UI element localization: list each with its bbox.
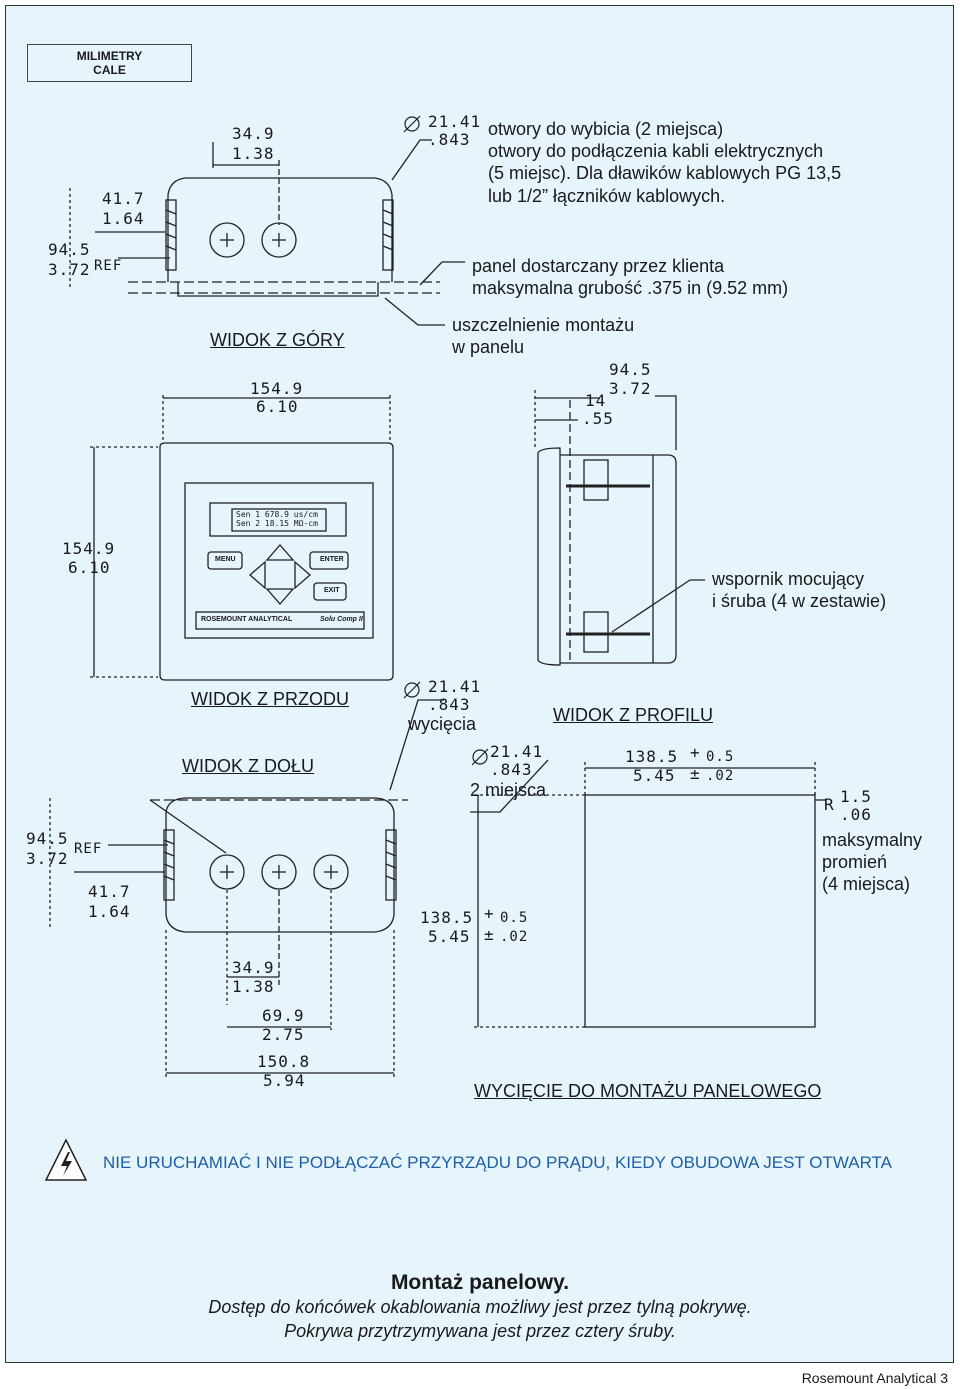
panel-note-2: maksymalna grubość .375 in (9.52 mm) [472,278,789,298]
bottom-dim-945: 94.5 [26,829,69,848]
cutout-radius-mm: 1.5 [840,787,872,806]
top-dim-372: 3.72 [48,260,91,279]
units-legend: MILIMETRY CALE [27,44,192,82]
cutout-h-mm: 138.5 [420,908,474,927]
bottom-dim-ref: REF [74,841,103,857]
front-dim-h-in: 6.10 [68,558,111,577]
exit-button: EXIT [324,587,340,594]
lcd-display [209,502,347,537]
bottom-hole-diam-in: .843 [428,695,471,714]
cutout-w-plus-in: ± [690,764,701,783]
units-secondary: CALE [93,63,126,77]
top-hole-1 [209,222,245,258]
model-label: Solu Comp II [320,616,363,623]
warning-triangle-icon [44,1138,88,1181]
page-footer: Rosemount Analytical 3 [801,1370,948,1386]
radius-note-1: maksymalny [822,830,923,850]
profile-dim-55: .55 [582,409,614,428]
bottom-view-label: WIDOK Z DOŁU [182,756,315,776]
hole-note-4: lub 1/2” łączników kablowych. [488,186,726,206]
cutout-w-in: 5.45 [633,766,676,785]
bottom-hole-note: wycięcia [408,714,477,734]
bottom-dim-417: 41.7 [88,882,131,901]
front-dim-w-in: 6.10 [256,397,299,416]
profile-dim-14: 14 [585,391,607,410]
lcd-line-1: Sen 1 678.9 us/cm [236,510,318,519]
brand-label: ROSEMOUNT ANALYTICAL [201,616,293,623]
radius-note-3: (4 miejsca) [822,874,911,894]
top-view-body [167,177,393,282]
cutout-hole-diam: 21.41 [490,742,544,761]
hole-note-2: otwory do podłączenia kabli elektrycznyc… [488,141,824,161]
front-view-label: WIDOK Z PRZODU [191,689,349,709]
bottom-dim-372: 3.72 [26,849,69,868]
profile-view-body [537,447,561,666]
top-dim-ref: REF [94,258,123,274]
lcd-line-2: Sen 2 18.15 MΩ-cm [236,519,318,528]
top-dim-138: 1.38 [232,144,275,163]
footer-title: Montaż panelowy. [390,1271,570,1294]
bottom-hole-diam: 21.41 [428,677,482,696]
bracket-note-2: i śruba (4 w zestawie) [712,591,887,611]
cutout-radius-prefix: R [824,795,835,814]
front-view-body [159,442,394,681]
profile-dim-372: 3.72 [609,379,652,398]
gasket-note-1: uszczelnienie montażu [452,315,635,335]
bracket-note-1: wspornik mocujący [712,569,865,589]
cutout-h-plus: + [484,904,495,923]
footer-line-2: Pokrywa przytrzymywana jest przez cztery… [284,1321,676,1341]
front-dim-h: 154.9 [62,539,116,558]
cutout-radius-in: .06 [840,805,872,824]
cutout-outline [584,794,816,1028]
cutout-w-tol-in: .02 [706,768,735,784]
bottom-dim-594: 5.94 [263,1071,306,1090]
bottom-dim-699: 69.9 [262,1006,305,1025]
top-hole-diam: 21.41 [428,112,482,131]
cutout-label: WYCIĘCIE DO MONTAŻU PANELOWEGO [474,1081,822,1101]
drawing-sheet [5,5,954,1363]
menu-button: MENU [215,556,236,563]
cutout-h-tol-in: .02 [500,929,529,945]
bottom-hole-1 [209,854,245,890]
cutout-hole-count: 2 miejsca [470,780,547,800]
cutout-h-tol: 0.5 [500,910,529,926]
hole-note-3: (5 miejsc). Dla dławików kablowych PG 13… [488,163,842,183]
bottom-dim-164: 1.64 [88,902,131,921]
radius-note-2: promień [822,852,888,872]
top-dim-417: 41.7 [102,189,145,208]
top-dim-349: 34.9 [232,124,275,143]
top-view-label: WIDOK Z GÓRY [210,330,345,350]
cutout-hole-diam-in: .843 [490,760,533,779]
hole-note-1: otwory do wybicia (2 miejsca) [488,119,724,139]
top-dim-945: 94.5 [48,240,91,259]
bottom-dim-1508: 150.8 [257,1052,311,1071]
bottom-hole-3 [313,854,349,890]
panel-note-1: panel dostarczany przez klienta [472,256,725,276]
enter-button: ENTER [320,556,344,563]
profile-view-label: WIDOK Z PROFILU [553,705,714,725]
footer-line-1: Dostęp do końcówek okablowania możliwy j… [208,1297,752,1317]
cutout-h-plus-in: ± [484,925,495,944]
gasket-note-2: w panelu [452,337,525,357]
bottom-dim-275: 2.75 [262,1025,305,1044]
warning-text: NIE URUCHAMIAĆ I NIE PODŁĄCZAĆ PRZYRZĄDU… [103,1153,893,1172]
cutout-h-in: 5.45 [428,927,471,946]
top-hole-diam-in: .843 [428,130,471,149]
bottom-dim-349: 34.9 [232,958,275,977]
cutout-w-tol: 0.5 [706,749,735,765]
top-dim-164: 1.64 [102,209,145,228]
profile-dim-945: 94.5 [609,360,652,379]
units-primary: MILIMETRY [76,49,143,63]
bottom-view-body [165,797,395,933]
front-dim-w: 154.9 [250,379,304,398]
cutout-w-mm: 138.5 [625,747,679,766]
bottom-hole-2 [261,854,297,890]
cutout-w-plus: + [690,743,701,762]
bottom-dim-138: 1.38 [232,977,275,996]
